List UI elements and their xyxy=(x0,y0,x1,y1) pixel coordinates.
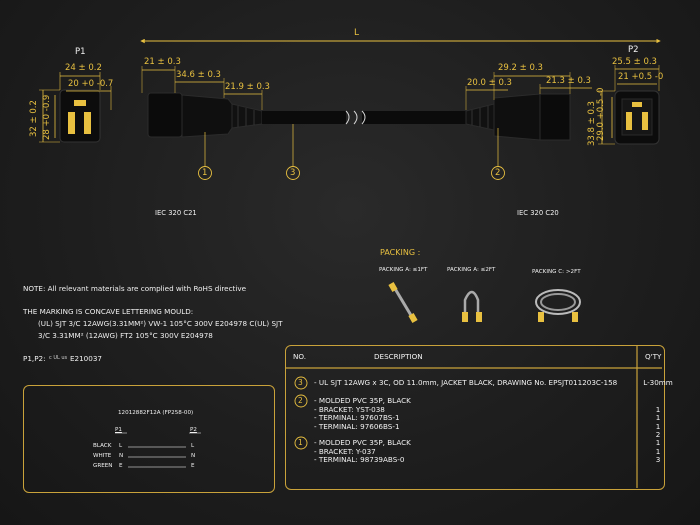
bom-item-2-line-2: - BRACKET: YST-038 xyxy=(314,404,385,414)
p1p2-code: E210037 xyxy=(70,354,102,363)
bom-item-1-qty-3: 3 xyxy=(655,455,661,464)
callout-leaders xyxy=(198,124,505,180)
bom-item-2-line-1: - MOLDED PVC 35P, BLACK xyxy=(314,396,411,405)
bom-item-3-line-1: - UL SJT 12AWG x 3C, OD 11.0mm, JACKET B… xyxy=(314,378,618,387)
dim-d5: 20.0 ± 0.3 xyxy=(467,78,512,88)
p1-end-view xyxy=(39,72,112,143)
p1p2-prefix: P1,P2: xyxy=(23,354,46,363)
dim-d6: 21.3 ± 0.3 xyxy=(546,76,591,86)
bom-item-2-no: 2 xyxy=(298,396,303,405)
packing-icons xyxy=(388,282,581,323)
marking-line-1: (UL) SJT 3/C 12AWG(3.31MM²) VW-1 105°C 3… xyxy=(38,319,283,328)
bom-item-1-qty-2: 1 xyxy=(655,446,661,456)
dim-d1: 21 ± 0.3 xyxy=(144,57,181,67)
packing-c: PACKING C: >2FT xyxy=(532,269,581,275)
wire-color-black: BLACK xyxy=(93,443,112,449)
p1-height-dim: 32 ± 0.2 xyxy=(29,100,39,137)
dim-d2: 34.6 ± 0.3 xyxy=(176,70,221,80)
bom-item-1-qty-1: 1 xyxy=(655,438,661,447)
bom-item-3-no: 3 xyxy=(298,378,303,387)
left-connector-type: IEC 320 C21 xyxy=(155,209,197,217)
right-connector-type: IEC 320 C20 xyxy=(517,209,559,217)
length-label: L xyxy=(354,28,360,38)
wire-p2-pin-e: E xyxy=(191,463,195,469)
bom-item-2-line-4: - TERMINAL: 97606BS-1 xyxy=(314,421,400,431)
p1-label: P1 xyxy=(75,47,86,57)
wire-color-white: WHITE xyxy=(93,453,112,459)
bom-item-2-line-3: - TERMINAL: 97607BS-1 xyxy=(314,413,400,422)
wiring-box xyxy=(23,385,275,493)
rohs-note: NOTE: All relevant materials are complie… xyxy=(23,284,247,293)
p2-end-view xyxy=(598,65,660,145)
bom-item-3-qty: L-30mm xyxy=(643,378,673,387)
p1-inner-height-dim: 28 +0 -0.9 xyxy=(42,94,52,140)
bom-col-no: NO. xyxy=(293,352,307,361)
wire-p2-pin-n: N xyxy=(191,453,196,459)
cable xyxy=(262,110,466,125)
wire-p1-pin-l: L xyxy=(119,443,123,449)
dim-d3: 21.9 ± 0.3 xyxy=(225,82,270,92)
bom-item-1-line-3: - TERMINAL: 98739ABS-0 xyxy=(314,455,405,464)
bom-item-1-no: 1 xyxy=(298,438,303,447)
wire-p1-pin-e: E xyxy=(119,463,123,469)
bom-item-2-qty-3: 1 xyxy=(655,421,661,431)
bom-col-qty: Q'TY xyxy=(645,352,662,361)
bom-col-description: DESCRIPTION xyxy=(374,352,423,361)
bom-table-lines xyxy=(286,345,662,488)
bom-item-1-line-1: - MOLDED PVC 35P, BLACK xyxy=(314,438,411,447)
wire-p1-pin-n: N xyxy=(119,453,124,459)
wiring-part-number: 12012882F12A (FP258-00) xyxy=(118,410,194,416)
callout-3: 3 xyxy=(290,168,296,178)
wiring-p2-header: P2 xyxy=(190,427,197,433)
p2-label: P2 xyxy=(628,45,639,55)
packing-title: PACKING : xyxy=(380,248,421,257)
packing-a2: PACKING A: ≤2FT xyxy=(447,267,496,273)
callout-2: 2 xyxy=(495,168,501,178)
ul-mark: c UL us xyxy=(49,355,68,361)
marking-line-2: 3/C 3.31MM² (12AWG) FT2 105°C 300V E2049… xyxy=(38,331,213,340)
callout-1: 1 xyxy=(202,168,208,178)
marking-title: THE MARKING IS CONCAVE LETTERING MOULD: xyxy=(23,307,194,316)
p2-width-dim: 25.5 ± 0.3 xyxy=(612,57,657,67)
wire-color-green: GREEN xyxy=(93,463,113,469)
dim-d4: 29.2 ± 0.3 xyxy=(498,63,543,73)
bom-table xyxy=(285,345,665,490)
p1-width-dim: 24 ± 0.2 xyxy=(65,63,102,73)
bom-item-2-qty-2: 1 xyxy=(655,413,661,422)
wiring-p1-header: P1 xyxy=(115,427,122,433)
bom-item-1-line-2: - BRACKET: Y-037 xyxy=(314,446,376,456)
right-plug-c20 xyxy=(465,72,592,141)
wiring-lines xyxy=(115,432,201,468)
bom-item-2-qty-1: 1 xyxy=(655,404,661,414)
p2-slot-dim: 21 +0.5 -0 xyxy=(618,72,664,82)
left-plug-c21 xyxy=(141,66,263,138)
bom-item-2-qty-4: 2 xyxy=(655,430,661,439)
p1-slot-dim: 20 +0 -0.7 xyxy=(68,79,114,89)
p2-inner-height-dim: 29.0 +0.5 -0 xyxy=(596,87,606,141)
packing-a1: PACKING A: ≤1FT xyxy=(379,267,428,273)
wire-p2-pin-l: L xyxy=(191,443,195,449)
